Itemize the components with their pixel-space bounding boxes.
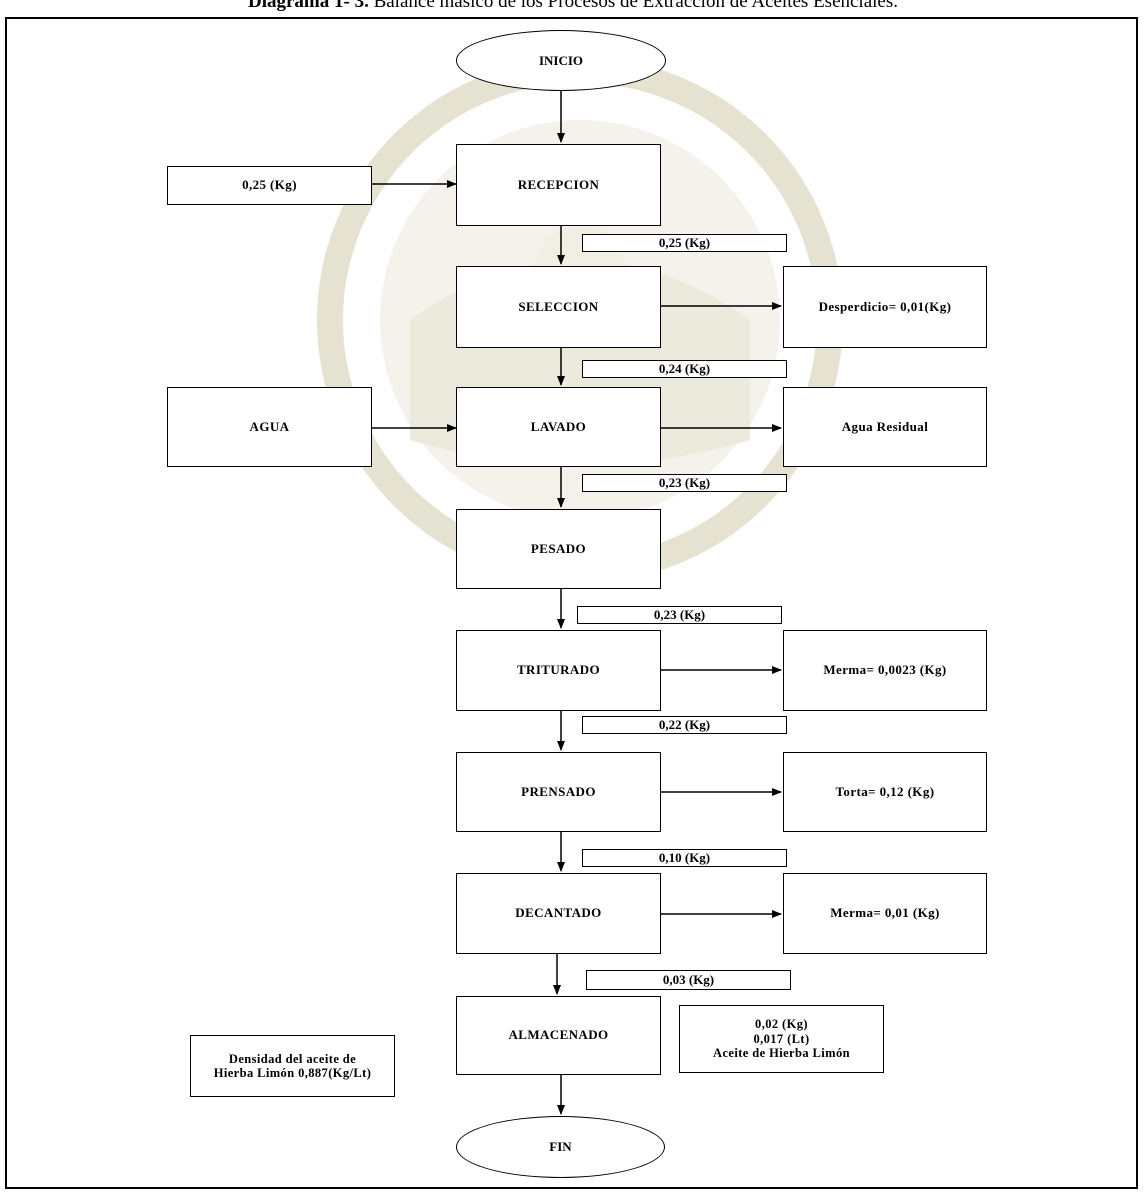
diagram-frame [5, 17, 1138, 1189]
density-line-2: Hierba Limón 0,887(Kg/Lt) [213, 1066, 372, 1080]
flow-label: 0,10 (Kg) [582, 849, 787, 867]
density-line-1: Densidad del aceite de [228, 1051, 357, 1066]
product-mass: 0,02 (Kg) [755, 1017, 808, 1032]
process-triturado: TRITURADO [456, 630, 661, 711]
end-node: FIN [456, 1116, 665, 1178]
product-aceite-box: 0,02 (Kg) 0,017 (Lt) Aceite de Hierba Li… [679, 1005, 884, 1073]
product-volume: 0,017 (Lt) [753, 1031, 810, 1046]
process-pesado: PESADO [456, 509, 661, 589]
output-desperdicio: Desperdicio= 0,01(Kg) [783, 266, 987, 348]
process-lavado: LAVADO [456, 387, 661, 467]
process-recepcion: RECEPCION [456, 144, 661, 226]
flow-label: 0,23 (Kg) [582, 474, 787, 492]
flow-label: 0,22 (Kg) [582, 716, 787, 734]
output-merma-decantado: Merma= 0,01 (Kg) [783, 873, 987, 954]
input-materia-prima: 0,25 (Kg) [167, 166, 372, 205]
product-name: Aceite de Hierba Limón [713, 1046, 850, 1061]
process-seleccion: SELECCION [456, 266, 661, 348]
flow-label: 0,03 (Kg) [586, 970, 791, 990]
flow-label: 0,25 (Kg) [582, 234, 787, 252]
caption-text: Balance másico de los Procesos de Extrac… [368, 0, 898, 12]
density-note: Densidad del aceite de Hierba Limón 0,88… [190, 1035, 395, 1097]
flow-label: 0,24 (Kg) [582, 360, 787, 378]
output-merma-triturado: Merma= 0,0023 (Kg) [783, 630, 987, 711]
process-almacenado: ALMACENADO [456, 996, 661, 1075]
flow-label: 0,23 (Kg) [577, 606, 782, 624]
figure-caption: Diagrama 1- 3. Balance másico de los Pro… [0, 0, 1146, 13]
caption-prefix: Diagrama 1- 3. [247, 0, 369, 12]
process-prensado: PRENSADO [456, 752, 661, 832]
start-node: INICIO [456, 30, 666, 91]
process-decantado: DECANTADO [456, 873, 661, 954]
output-agua-residual: Agua Residual [783, 387, 987, 467]
output-torta: Torta= 0,12 (Kg) [783, 752, 987, 832]
input-agua: AGUA [167, 387, 372, 467]
